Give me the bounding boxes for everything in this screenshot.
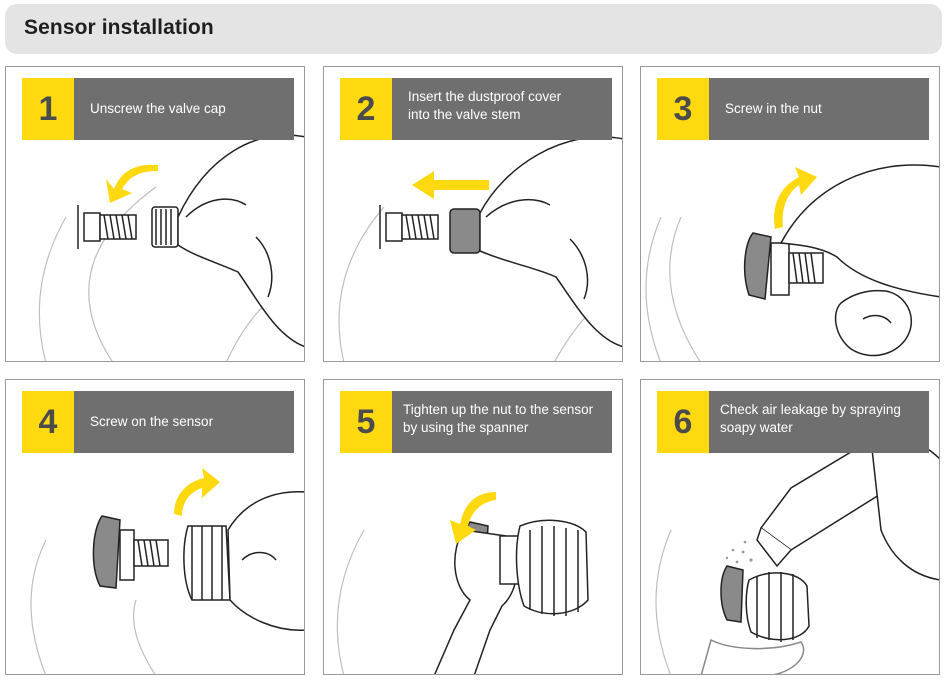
arrow-curved-icon <box>774 167 817 229</box>
step-number-3: 3 <box>657 78 709 140</box>
step-number-5: 5 <box>340 391 392 453</box>
step-instruction-4: Screw on the sensor <box>90 414 214 429</box>
step-label-bar-1: 1 Unscrew the valve cap <box>22 78 294 140</box>
step-panel-3: 3 Screw in the nut <box>640 66 940 362</box>
screw-on-sensor-illustration <box>30 468 304 674</box>
step-number-4: 4 <box>22 391 74 453</box>
arrow-curved-icon <box>174 468 220 516</box>
step-instruction-3: Screw in the nut <box>725 101 822 116</box>
step-panel-2: 2 Insert the dustproof cover into the va… <box>323 66 623 362</box>
step-instruction-1: Unscrew the valve cap <box>90 101 226 116</box>
step-instruction-5: Tighten up the nut to the sensor by usin… <box>403 402 594 435</box>
step-label-bar-6: 6 Check air leakage by spraying soapy wa… <box>657 391 929 453</box>
insert-dustproof-cover-illustration <box>338 136 622 361</box>
page-title: Sensor installation <box>24 16 214 39</box>
step-label-bar-2: 2 Insert the dustproof cover into the va… <box>340 78 612 140</box>
arrow-curved-icon <box>450 492 496 544</box>
step-label-bar-4: 4 Screw on the sensor <box>22 391 294 453</box>
check-air-leakage-illustration <box>655 435 939 674</box>
step-instruction-6: Check air leakage by spraying soapy wate… <box>720 402 901 435</box>
step-panel-1: 1 Unscrew the valve cap <box>5 66 305 362</box>
unscrew-valve-cap-illustration <box>38 134 304 361</box>
step-number-2: 2 <box>340 78 392 140</box>
step-instruction-2: Insert the dustproof cover into the valv… <box>408 89 562 122</box>
step-label-bar-5: 5 Tighten up the nut to the sensor by us… <box>340 391 612 453</box>
tighten-nut-spanner-illustration <box>336 492 589 674</box>
step-panel-5: 5 Tighten up the nut to the sensor by us… <box>323 379 623 675</box>
step-panel-6: 6 Check air leakage by spraying soapy wa… <box>640 379 940 675</box>
header-bar: Sensor installation <box>5 4 942 54</box>
arrow-curved-icon <box>106 164 158 203</box>
arrow-left-icon <box>412 171 489 199</box>
step-panel-4: 4 Screw on the sensor <box>5 379 305 675</box>
step-label-bar-3: 3 Screw in the nut <box>657 78 929 140</box>
screw-in-nut-illustration <box>645 164 939 361</box>
step-number-1: 1 <box>22 78 74 140</box>
step-number-6: 6 <box>657 391 709 453</box>
